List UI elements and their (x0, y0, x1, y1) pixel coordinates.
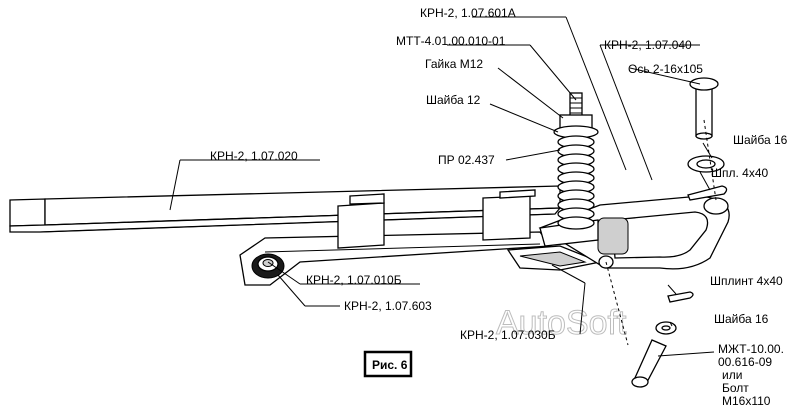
bolt-thread (569, 92, 583, 119)
label-krn-603: КРН-2, 1.07.603 (344, 299, 432, 313)
label-mzht-line2: 00.616-09 (718, 355, 772, 369)
label-mzht-line1: МЖТ-10.00. (718, 342, 784, 356)
label-shpl-top: Шпл. 4х40 (711, 166, 769, 180)
label-krn-010b: КРН-2, 1.07.010Б (306, 273, 402, 287)
label-shplint: Шплинт 4х40 (710, 274, 783, 288)
cotter-pin-top (687, 185, 728, 201)
clamp-band-1 (337, 193, 385, 249)
label-krn-030b: КРН-2, 1.07.030Б (460, 328, 556, 342)
label-shaiba-12: Шайба 12 (426, 93, 481, 107)
label-os: Ось 2-16х105 (628, 62, 703, 76)
figure-label-box: Рис. 6 (363, 350, 413, 378)
leader-lines (169, 16, 715, 357)
guide-bracket (506, 245, 603, 271)
figure-label: Рис. 6 (372, 358, 408, 372)
label-mzht-line5: М16х110 (722, 394, 771, 408)
spring-assembly (553, 92, 599, 230)
label-krn-040: КРН-2, 1.07.040 (604, 38, 692, 52)
label-shaiba-16-top: Шайба 16 (733, 133, 788, 147)
label-mtt: МТТ-4.01.00.010-01 (396, 34, 506, 48)
axle-pin (689, 77, 719, 140)
label-shaiba-16-bottom: Шайба 16 (714, 312, 769, 326)
assembly-guides (605, 119, 717, 346)
washer-16-bottom (655, 321, 677, 335)
clamp-band-2 (482, 189, 536, 241)
label-mzht-line4: Болт (722, 381, 749, 395)
label-pr: ПР 02.437 (438, 153, 495, 167)
lower-plate (239, 231, 552, 286)
label-krn-601a: КРН-2, 1.07.601А (420, 6, 516, 20)
label-krn-020: КРН-2, 1.07.020 (210, 149, 298, 163)
cotter-pin-bottom (667, 291, 694, 303)
watermark: AutoSoft (496, 304, 627, 342)
roller (597, 217, 629, 255)
label-gaika-m12: Гайка М12 (425, 57, 483, 71)
bolt-m16 (631, 339, 667, 388)
leaf-bar (9, 185, 562, 233)
label-mzht-line3: или (722, 368, 742, 382)
coil-spring (557, 135, 595, 230)
